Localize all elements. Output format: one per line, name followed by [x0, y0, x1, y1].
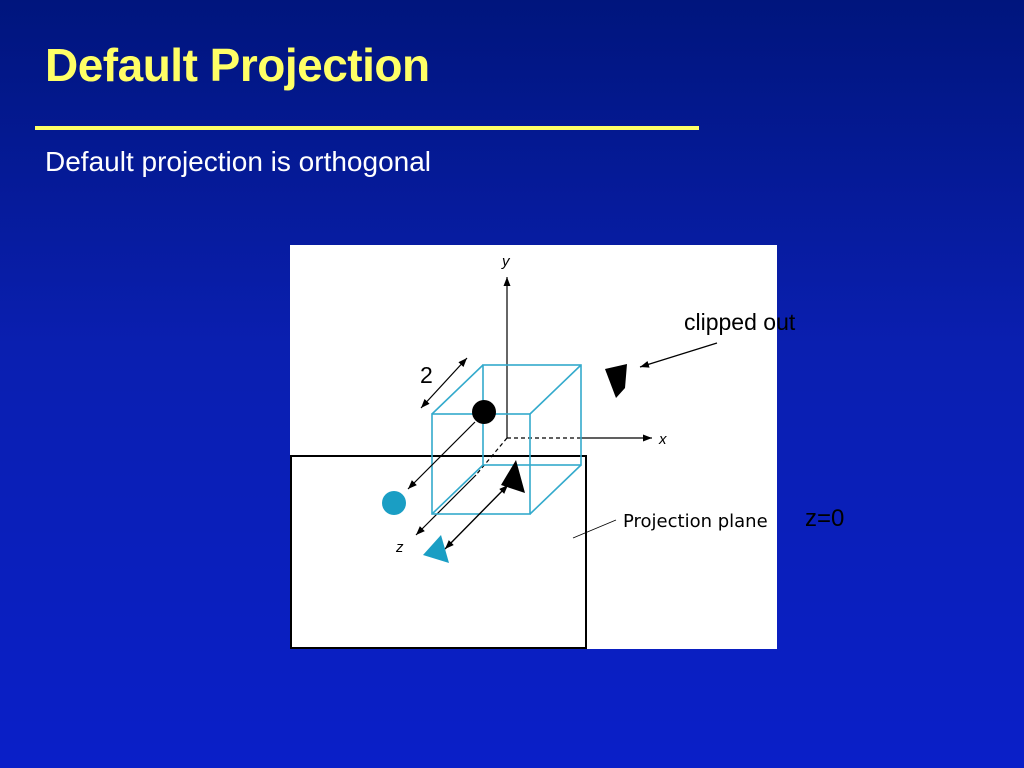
plane-leader: [572, 519, 617, 539]
projected-sphere: [382, 491, 406, 515]
cone-shape: [501, 460, 525, 493]
projection-diagram: y x z 2 Projection plane: [290, 253, 768, 649]
title-underline: [35, 126, 699, 130]
z-axis-hidden: [475, 437, 508, 476]
projected-cone: [423, 535, 449, 563]
slide-subtitle: Default projection is orthogonal: [45, 146, 432, 177]
y-axis-label: y: [501, 253, 511, 270]
slide-title: Default Projection: [45, 39, 430, 91]
figure-panel: y x z 2 Projection plane: [290, 245, 777, 649]
clipped-pointer: [639, 342, 718, 368]
projection-plane-rect: [290, 455, 587, 649]
sphere-projector: [407, 421, 476, 490]
projection-plane-label: Projection plane: [623, 511, 768, 532]
cone-projector: [444, 484, 509, 550]
plane-equation-label: z=0: [805, 505, 845, 532]
wedge-shape: [605, 364, 627, 398]
dimension-label: 2: [420, 362, 433, 388]
sphere-shape: [472, 400, 496, 424]
clipped-out-label: clipped out: [684, 309, 796, 335]
x-axis-label: x: [658, 431, 667, 448]
z-axis-label: z: [395, 539, 404, 556]
dimension-arrow: [420, 357, 468, 409]
